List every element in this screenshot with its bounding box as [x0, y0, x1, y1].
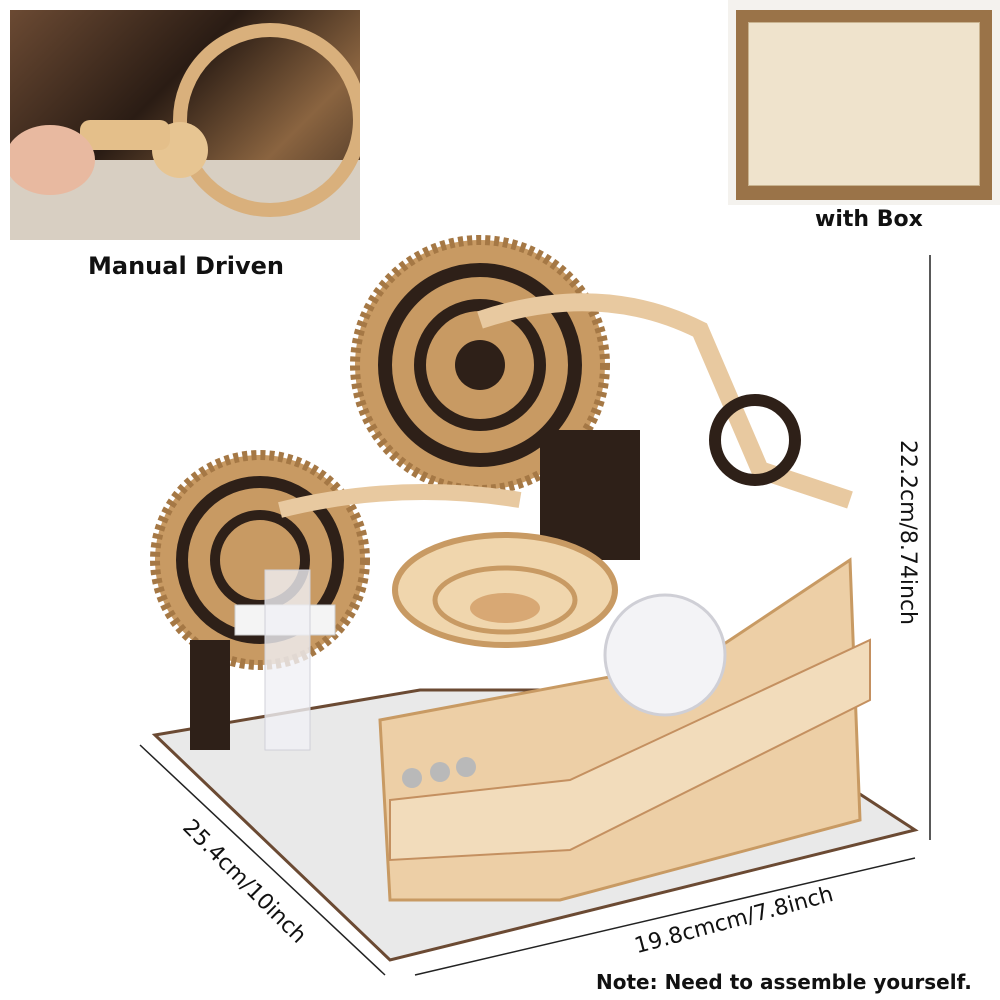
height-dimension: 22.2cm/8.74inch: [895, 440, 920, 626]
box-photo: [728, 0, 1000, 205]
wheel: [709, 394, 801, 486]
manual-driven-photo: [10, 10, 360, 240]
spiral-bowl: [392, 532, 618, 648]
depth-line: [139, 744, 386, 976]
width-line: [414, 857, 916, 976]
manual-driven-caption: Manual Driven: [88, 252, 285, 280]
hand-crank-image: [10, 23, 360, 240]
assembly-note: Note: Need to assemble yourself.: [596, 970, 972, 994]
packaging-box: [736, 10, 992, 200]
clear-ball-wheel: [603, 593, 727, 717]
with-box-caption: with Box: [815, 207, 923, 232]
wooden-sheet: [748, 22, 980, 186]
